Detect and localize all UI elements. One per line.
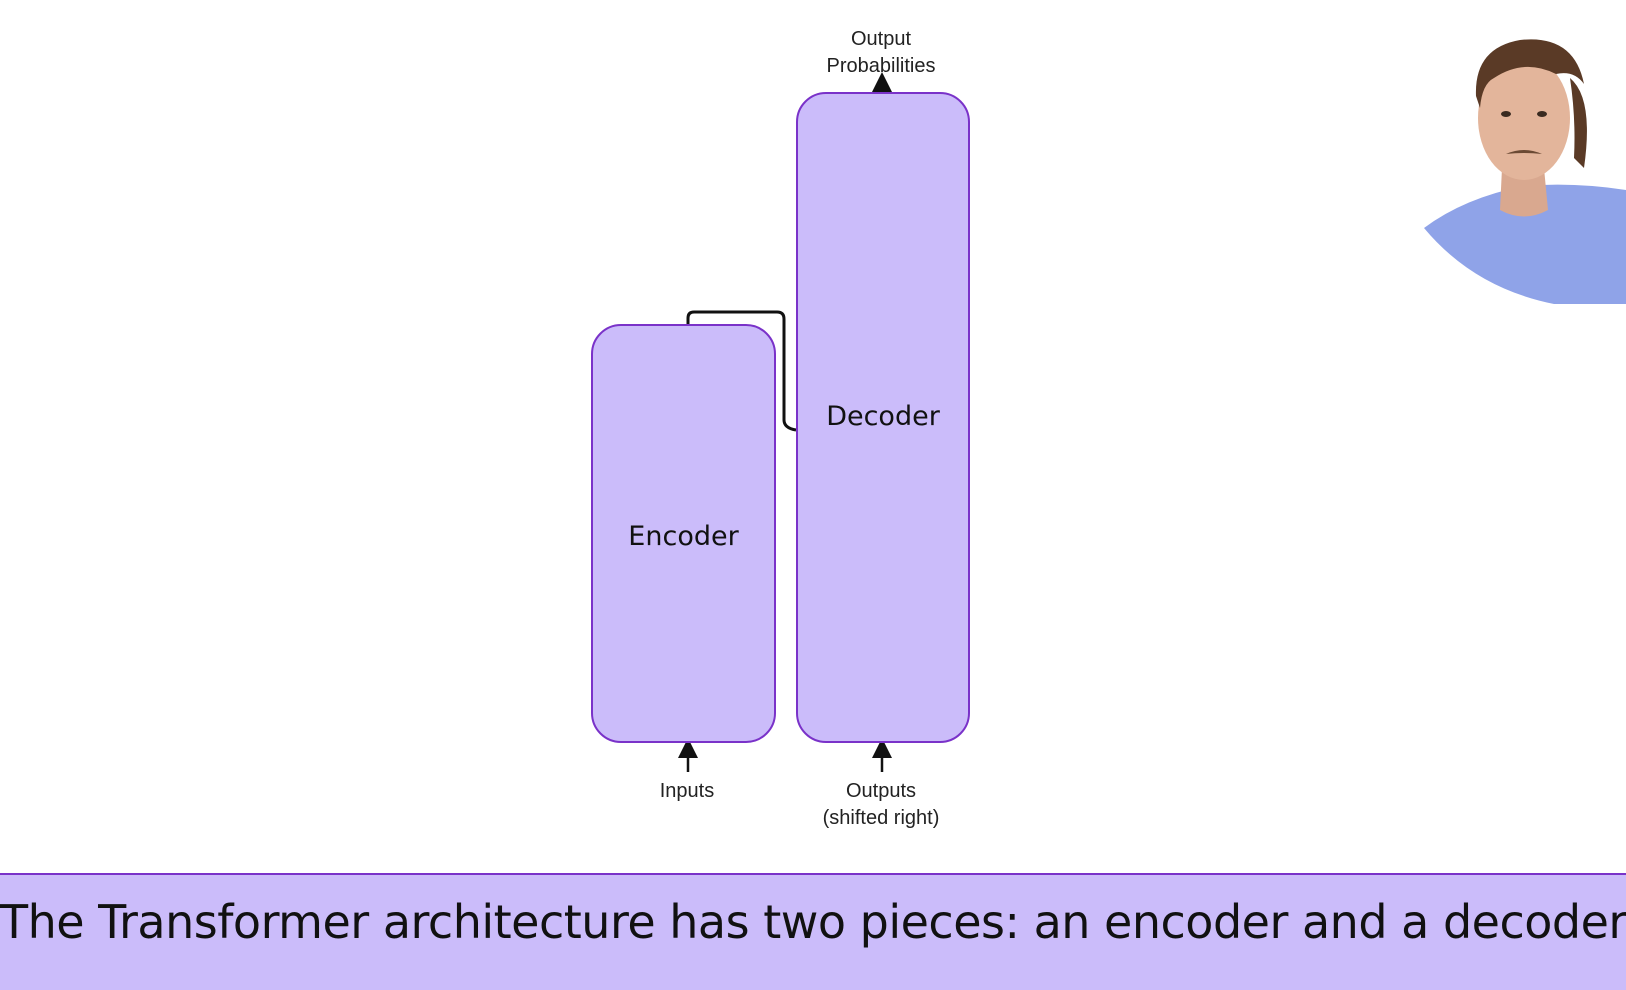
- presenter-webcam-icon: [1424, 18, 1626, 304]
- output-probabilities-label: Output Probabilities: [826, 28, 936, 77]
- encoder-label: Encoder: [628, 521, 739, 552]
- caption-text: The Transformer architecture has two pie…: [0, 895, 1626, 949]
- encoder-block: Encoder: [591, 324, 776, 743]
- decoder-block: Decoder: [796, 92, 970, 743]
- caption-bar: The Transformer architecture has two pie…: [0, 873, 1626, 990]
- inputs-label: Inputs: [659, 780, 715, 802]
- decoder-label: Decoder: [826, 401, 940, 432]
- outputs-shifted-right-label: Outputs (shifted right): [822, 780, 940, 829]
